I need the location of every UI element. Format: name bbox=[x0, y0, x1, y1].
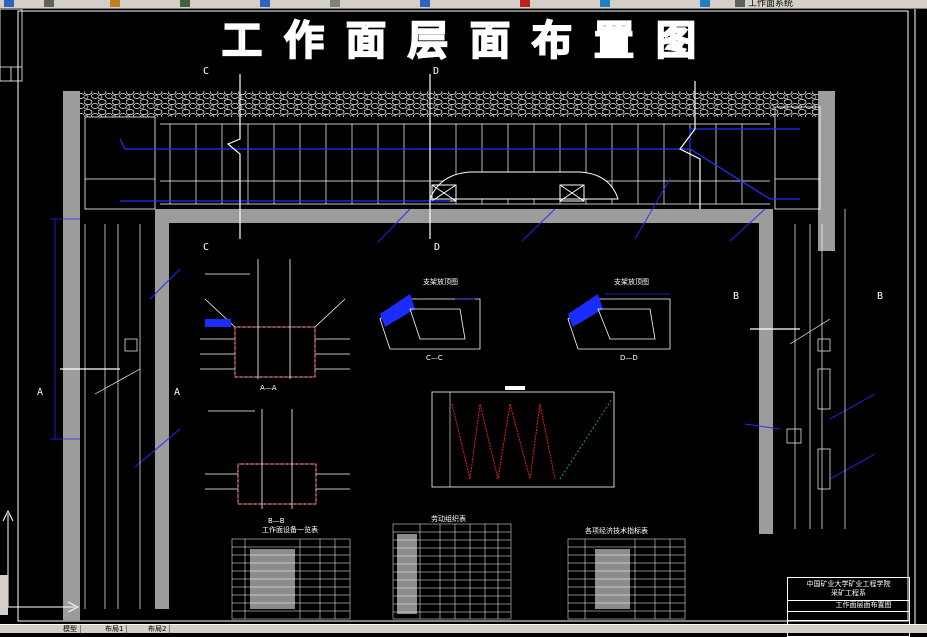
section-label-a: A bbox=[37, 387, 44, 398]
section-label-c: C bbox=[203, 242, 210, 253]
section-label-b: B bbox=[877, 291, 884, 302]
section-cc bbox=[379, 294, 481, 350]
toolbar-icon[interactable] bbox=[260, 0, 270, 7]
right-wall-inner bbox=[759, 209, 773, 534]
section-label-d: D bbox=[433, 66, 440, 77]
section-aa bbox=[200, 259, 350, 379]
title-block-school: 中国矿业大学矿业工程学院 bbox=[806, 580, 891, 588]
left-wall-inner bbox=[155, 209, 169, 609]
section-cc-label: C—C bbox=[426, 354, 443, 362]
layout-tabs: 模型 布局1 布局2 bbox=[0, 624, 927, 633]
toolbar-icon[interactable] bbox=[44, 0, 54, 7]
section-cc-title: 支架放顶图 bbox=[423, 278, 458, 286]
table-middle-title: 劳动组织表 bbox=[431, 515, 466, 523]
table-right bbox=[567, 538, 686, 620]
toolbar-icon[interactable] bbox=[520, 0, 530, 7]
tab-layout1[interactable]: 布局1 bbox=[102, 625, 128, 633]
tab-model[interactable]: 模型 bbox=[60, 625, 81, 633]
toolbar-label[interactable]: 工作面系统 bbox=[748, 0, 794, 9]
right-wall-outer bbox=[818, 91, 835, 251]
section-label-d: D bbox=[434, 242, 441, 253]
toolbar: 工作面系统 bbox=[0, 0, 927, 9]
drawing-canvas[interactable]: 工作面层面布置图 C D C D A A B B A—A B—B C—C D—D… bbox=[0, 8, 927, 637]
hydraulic-supports bbox=[0, 8, 821, 210]
section-dd bbox=[567, 293, 671, 350]
table-left bbox=[231, 538, 351, 620]
side-panel[interactable] bbox=[0, 575, 8, 615]
cycle-chart bbox=[431, 386, 615, 488]
table-left-title: 工作面设备一览表 bbox=[262, 526, 318, 534]
section-aa-label: A—A bbox=[260, 384, 277, 392]
toolbar-icon[interactable] bbox=[420, 0, 430, 7]
drawing-svg bbox=[0, 8, 916, 624]
tab-layout2[interactable]: 布局2 bbox=[145, 625, 171, 633]
drawing-frame bbox=[17, 10, 909, 622]
left-wall-outer bbox=[63, 91, 80, 621]
section-label-b: B bbox=[733, 291, 740, 302]
section-bb-label: B—B bbox=[268, 517, 285, 525]
section-dd-label: D—D bbox=[620, 354, 638, 362]
leader-lines bbox=[134, 178, 876, 480]
face-wall bbox=[155, 209, 773, 223]
section-dd-title: 支架放顶图 bbox=[614, 278, 649, 286]
title-block-dept: 采矿工程系 bbox=[831, 589, 866, 597]
shearer-drum-right bbox=[559, 184, 585, 202]
section-label-c: C bbox=[203, 66, 210, 77]
drawing-title: 工作面层面布置图 bbox=[221, 18, 718, 64]
toolbar-icon[interactable] bbox=[330, 0, 340, 7]
gob-rubble bbox=[80, 91, 818, 117]
toolbar-icon[interactable] bbox=[735, 0, 745, 7]
section-lines bbox=[60, 74, 800, 370]
conveyor-line bbox=[119, 128, 800, 202]
toolbar-icon[interactable] bbox=[110, 0, 120, 7]
shearer bbox=[429, 171, 619, 200]
table-right-title: 各项经济技术指标表 bbox=[585, 527, 648, 535]
title-block-name: 工作面层面布置图 bbox=[835, 601, 892, 609]
toolbar-icon[interactable] bbox=[700, 0, 710, 7]
ucs-icon bbox=[2, 509, 80, 613]
table-middle bbox=[392, 523, 512, 620]
section-bb bbox=[205, 409, 350, 509]
left-roadway bbox=[50, 218, 141, 609]
toolbar-icon[interactable] bbox=[180, 0, 190, 7]
toolbar-icon[interactable] bbox=[600, 0, 610, 7]
section-label-a: A bbox=[174, 387, 181, 398]
toolbar-icon[interactable] bbox=[4, 0, 14, 7]
right-roadway bbox=[786, 209, 846, 529]
